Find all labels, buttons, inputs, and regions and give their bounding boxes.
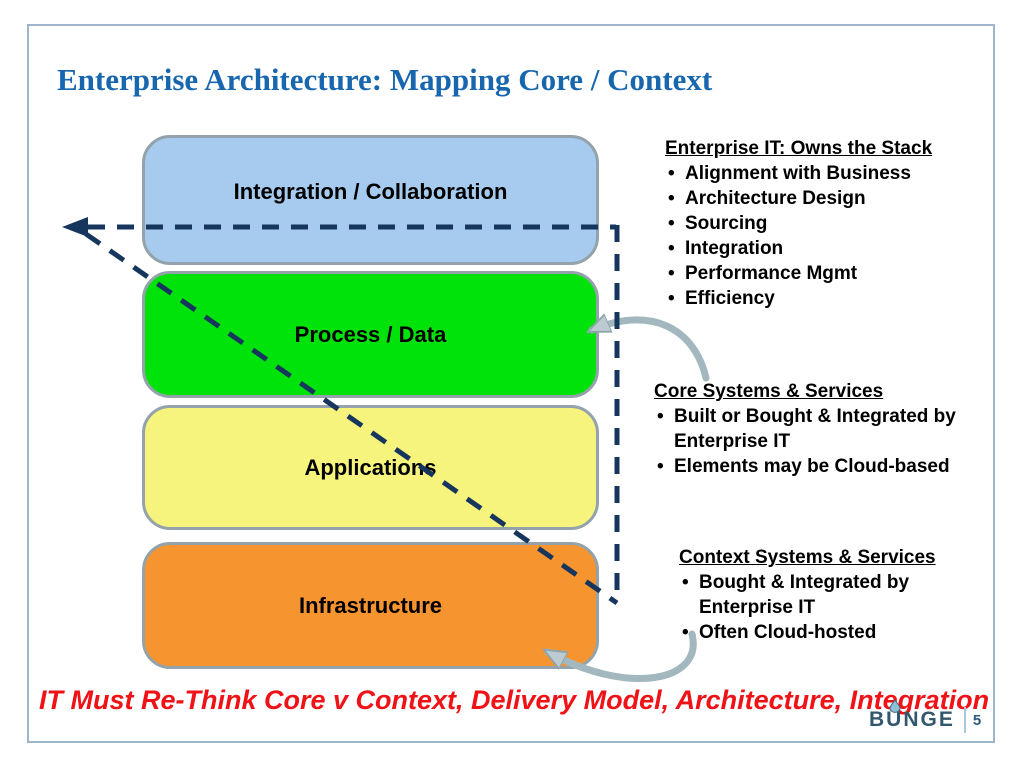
list-item: • Architecture Design bbox=[665, 186, 975, 211]
bullet-text: Alignment with Business bbox=[685, 163, 911, 184]
bunge-logo-text: BUNGE bbox=[869, 708, 955, 731]
annotation-core-systems: Core Systems & Services • Built or Bought… bbox=[654, 379, 984, 479]
bullet-text: Performance Mgmt bbox=[685, 263, 858, 284]
stack-box-label: Infrastructure bbox=[298, 592, 443, 618]
bullet-text: Often Cloud-hosted bbox=[699, 622, 877, 643]
list-item: • Performance Mgmt bbox=[665, 261, 975, 286]
slide-title: Enterprise Architecture: Mapping Core / … bbox=[57, 62, 713, 97]
stack-box-label: Integration / Collaboration bbox=[233, 179, 508, 204]
bullet-text: Architecture Design bbox=[685, 188, 866, 209]
bullet-icon: • bbox=[657, 456, 664, 477]
bullet-icon: • bbox=[668, 263, 675, 284]
annotation-heading: Context Systems & Services bbox=[679, 547, 936, 568]
bullet-text: Built or Bought & Integrated by Enterpri… bbox=[674, 406, 956, 452]
bullet-icon: • bbox=[682, 572, 689, 593]
footer-brand: BUNGE 5 bbox=[869, 700, 982, 733]
bullet-text: Elements may be Cloud-based bbox=[674, 456, 950, 477]
tagline: IT Must Re-Think Core v Context, Deliver… bbox=[39, 685, 990, 715]
bullet-icon: • bbox=[657, 406, 664, 427]
bullet-text: Integration bbox=[685, 238, 784, 259]
list-item: • Integration bbox=[665, 236, 975, 261]
bullet-text: Sourcing bbox=[685, 213, 768, 234]
bullet-icon: • bbox=[682, 622, 689, 643]
annotation-enterprise-it: Enterprise IT: Owns the Stack • Alignment… bbox=[665, 136, 975, 311]
page-number: 5 bbox=[972, 711, 982, 729]
bullet-icon: • bbox=[668, 163, 675, 184]
annotation-context-systems: Context Systems & Services • Bought & Int… bbox=[679, 545, 971, 645]
footer-divider bbox=[963, 707, 966, 733]
annotation-heading: Enterprise IT: Owns the Stack bbox=[665, 138, 933, 159]
list-item: • Sourcing bbox=[665, 211, 975, 236]
bullet-icon: • bbox=[668, 213, 675, 234]
bullet-text: Efficiency bbox=[685, 288, 775, 309]
list-item: • Often Cloud-hosted bbox=[679, 620, 971, 645]
annotation-heading: Core Systems & Services bbox=[654, 381, 884, 402]
stack-box-label: Applications bbox=[304, 454, 437, 480]
bullet-icon: • bbox=[668, 288, 675, 309]
stack-box-process-data: Process / Data bbox=[142, 271, 599, 398]
list-item: • Built or Bought & Integrated by Enterpr… bbox=[654, 404, 984, 454]
stack-box-infrastructure: Infrastructure bbox=[142, 542, 599, 669]
slide-frame: Enterprise Architecture: Mapping Core / … bbox=[27, 24, 995, 743]
list-item: • Elements may be Cloud-based bbox=[654, 454, 984, 479]
stack-box-label: Process / Data bbox=[294, 321, 447, 347]
stack-box-applications: Applications bbox=[142, 405, 599, 530]
stack-box-integration-collaboration: Integration / Collaboration bbox=[142, 135, 599, 265]
bunge-logo: BUNGE bbox=[869, 700, 955, 732]
list-item: • Efficiency bbox=[665, 286, 975, 311]
bunge-leaf-icon bbox=[889, 700, 901, 713]
bullet-icon: • bbox=[668, 188, 675, 209]
list-item: • Alignment with Business bbox=[665, 161, 975, 186]
bullet-icon: • bbox=[668, 238, 675, 259]
bullet-text: Bought & Integrated by Enterprise IT bbox=[699, 572, 910, 618]
list-item: • Bought & Integrated by Enterprise IT bbox=[679, 570, 971, 620]
